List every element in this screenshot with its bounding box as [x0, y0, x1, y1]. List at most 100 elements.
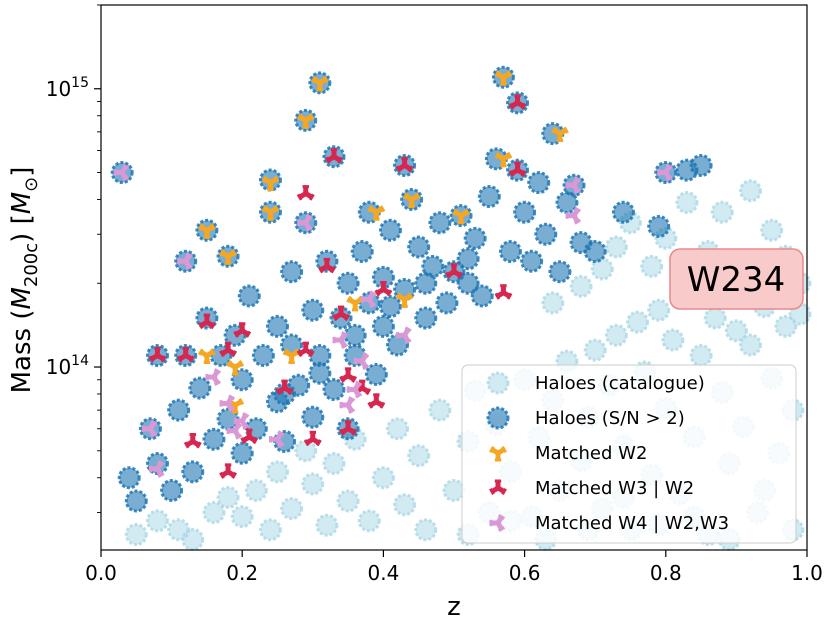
matched-point	[374, 280, 393, 297]
sn-halo-point	[167, 398, 191, 422]
matched-point	[269, 430, 285, 449]
matched-point	[402, 192, 421, 208]
catalogue-halo-point	[661, 328, 685, 352]
sn-halo-point	[160, 478, 184, 502]
sn-halo-point	[301, 298, 325, 322]
matched-point	[141, 419, 158, 438]
x-tick-label: 0.6	[509, 561, 541, 585]
catalogue-halo-point	[647, 298, 671, 322]
catalogue-halo-point	[407, 444, 431, 468]
matched-point	[113, 163, 130, 182]
matched-point	[296, 185, 315, 201]
catalogue-halo-point	[604, 323, 628, 347]
sn-halo-point	[498, 240, 522, 264]
series-haloes-s-n-2	[110, 65, 713, 513]
annotation-badge-box	[669, 248, 804, 310]
matched-point	[233, 411, 250, 430]
matched-point	[226, 360, 245, 376]
plot-frame	[100, 4, 808, 551]
matched-point	[353, 352, 370, 371]
matched-point	[240, 428, 259, 445]
sn-halo-point	[534, 222, 558, 246]
catalogue-halo-point	[301, 472, 325, 496]
x-tick-label: 0.2	[226, 561, 258, 585]
sn-halo-point	[414, 306, 438, 330]
catalogue-halo-point	[202, 501, 226, 525]
matched-point	[332, 331, 349, 350]
sn-halo-point	[181, 460, 205, 484]
matched-point	[303, 430, 322, 447]
matched-point	[452, 208, 471, 225]
sn-halo-point	[477, 185, 501, 209]
legend-box	[461, 364, 797, 544]
catalogue-halo-point	[258, 518, 282, 542]
matched-point	[297, 213, 313, 232]
catalogue-halo-point	[739, 333, 763, 357]
x-tick-label: 0.8	[650, 561, 682, 585]
sn-halo-point	[336, 271, 360, 295]
catalogue-halo-point	[145, 509, 169, 533]
matched-point	[325, 148, 343, 164]
matched-point	[494, 284, 513, 300]
x-tick-label: 1.0	[791, 561, 823, 585]
sn-halo-point	[350, 240, 374, 264]
sn-halo-point	[251, 344, 275, 368]
sn-halo-point	[428, 211, 452, 235]
sn-halo-point	[583, 240, 607, 264]
sn-halo-point	[322, 378, 346, 402]
catalogue-halo-point	[774, 314, 798, 338]
matched-point	[395, 156, 414, 173]
sn-halo-point	[308, 361, 332, 385]
x-axis-label: z	[447, 592, 461, 622]
catalogue-halo-point	[124, 523, 148, 547]
matched-point	[219, 463, 238, 479]
matched-point	[550, 126, 569, 143]
legend-marker	[489, 479, 507, 496]
matched-point	[219, 394, 236, 413]
sn-halo-point	[301, 405, 325, 429]
matched-point	[339, 367, 358, 383]
catalogue-halo-point	[386, 417, 410, 441]
sn-halo-point	[456, 247, 480, 271]
catalogue-halo-point	[315, 513, 339, 537]
x-tick-label: 0.0	[85, 561, 117, 585]
matched-point	[565, 176, 582, 195]
sn-halo-point	[280, 260, 304, 284]
legend-label: Matched W3 | W2	[535, 478, 694, 499]
catalogue-halo-point	[414, 518, 438, 542]
catalogue-halo-point	[541, 291, 565, 315]
annotation-badge: W234	[669, 248, 804, 310]
matched-point	[396, 326, 412, 345]
sn-halo-point	[689, 153, 713, 177]
catalogue-halo-point	[322, 452, 346, 476]
sn-halo-point	[364, 363, 388, 387]
matched-point	[177, 252, 193, 271]
sn-halo-point	[548, 260, 572, 284]
catalogue-halo-point	[442, 478, 466, 502]
sn-halo-point	[230, 441, 254, 465]
sn-halo-point	[470, 284, 494, 308]
catalogue-halo-point	[739, 179, 763, 203]
catalogue-halo-point	[216, 485, 240, 509]
matched-point	[219, 341, 238, 358]
matched-point	[565, 206, 582, 225]
sn-halo-point	[520, 249, 544, 273]
matched-point	[197, 313, 216, 330]
catalogue-halo-point	[703, 306, 727, 330]
matched-point	[367, 393, 386, 409]
sn-halo-point	[378, 218, 402, 242]
catalogue-halo-point	[604, 235, 628, 259]
sn-halo-point	[463, 226, 487, 250]
sn-halo-point	[371, 314, 395, 338]
matched-point	[183, 432, 202, 449]
matched-point	[395, 292, 414, 308]
matched-point	[226, 421, 243, 440]
matched-point	[282, 348, 301, 365]
y-tick-label: 1014	[46, 353, 89, 379]
sn-halo-point	[237, 284, 261, 308]
matched-point	[296, 113, 315, 129]
catalogue-halo-point	[760, 218, 784, 242]
catalogue-halo-point	[230, 505, 254, 529]
matched-point	[317, 257, 336, 274]
